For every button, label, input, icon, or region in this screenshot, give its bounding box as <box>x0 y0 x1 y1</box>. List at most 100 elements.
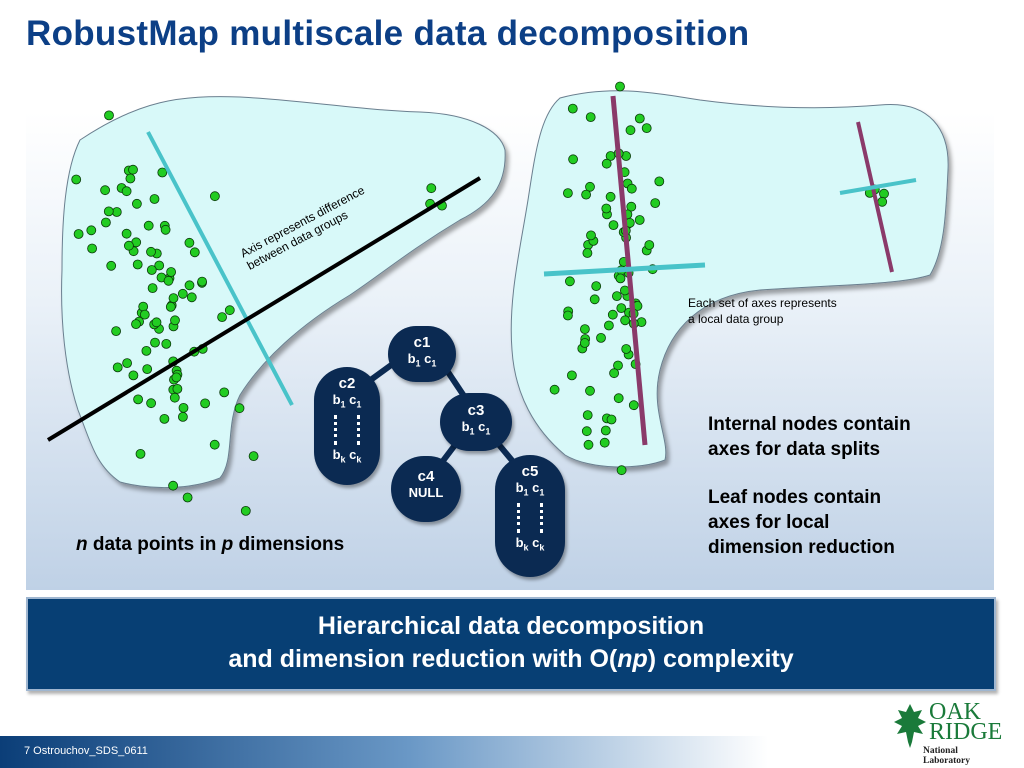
data-point <box>879 188 889 199</box>
c2-ellipsis <box>329 414 365 445</box>
c3-c-sub: 1 <box>485 426 491 437</box>
points-label-end: dimensions <box>233 534 345 555</box>
data-point <box>177 288 188 299</box>
data-point <box>86 225 97 236</box>
data-point <box>151 317 162 328</box>
data-point <box>163 275 174 286</box>
data-point <box>106 260 117 271</box>
node-c3-name: c3 <box>467 402 485 419</box>
data-point <box>125 173 136 184</box>
c2-ck: c <box>349 446 357 462</box>
c5-bk: b <box>515 534 524 550</box>
node-c2-rowk: bk ck <box>314 447 380 468</box>
data-point <box>650 198 661 209</box>
data-point <box>169 392 180 403</box>
node-c3-row: b1 c1 <box>440 419 512 440</box>
data-point <box>189 247 200 258</box>
left-teal-axis <box>146 131 294 406</box>
data-point <box>589 294 600 305</box>
internal-note-line2: axes for data splits <box>708 439 881 460</box>
data-point <box>209 191 220 202</box>
data-point <box>154 260 165 271</box>
oak-ridge-logo: OAK RIDGE National Laboratory <box>893 700 1003 766</box>
node-c5: c5 b1 c1 bk ck <box>495 455 565 577</box>
data-point <box>121 228 132 239</box>
c5-ellipsis <box>512 502 548 533</box>
data-point <box>171 372 182 383</box>
data-point <box>172 383 183 394</box>
data-point <box>170 315 180 326</box>
data-point <box>581 189 591 200</box>
c1-b-sub: 1 <box>415 358 421 369</box>
data-point <box>159 413 170 424</box>
data-point <box>103 206 114 217</box>
data-point <box>71 174 82 185</box>
data-point <box>123 240 134 251</box>
node-c1: c1 b1 c1 <box>388 326 456 382</box>
small-teal-axis <box>839 178 917 195</box>
data-point <box>122 358 132 369</box>
data-point <box>132 259 143 270</box>
data-point <box>146 265 157 275</box>
footer-bar: 7 Ostrouchov_SDS_0611 <box>0 736 1024 768</box>
right-points <box>549 81 889 476</box>
left-black-axis <box>46 176 482 442</box>
data-point <box>563 188 573 199</box>
c1-c: c <box>424 351 432 366</box>
data-point <box>654 176 665 187</box>
data-point <box>160 224 171 235</box>
node-c4: c4 NULL <box>391 456 461 522</box>
c2-c1: c <box>349 392 357 407</box>
data-point <box>601 158 612 169</box>
node-c2: c2 b1 c1 bk ck <box>314 367 380 485</box>
data-point <box>112 362 123 373</box>
data-point <box>591 281 602 292</box>
c3-b-sub: 1 <box>469 426 475 437</box>
data-point <box>184 237 195 248</box>
c5-ck: c <box>532 534 540 550</box>
points-label-mid: data points in <box>87 534 222 555</box>
data-point <box>240 505 251 516</box>
left-data-cloud <box>61 96 506 489</box>
axes-annotation: Each set of axes represents a local data… <box>688 295 837 327</box>
data-point <box>166 267 177 277</box>
banner-np: np <box>617 645 648 673</box>
data-point <box>73 229 84 239</box>
data-point <box>157 167 168 178</box>
data-point <box>248 451 259 462</box>
data-point <box>600 425 611 436</box>
data-point <box>582 248 593 258</box>
data-point <box>219 387 230 398</box>
data-point <box>104 110 114 121</box>
data-point <box>626 183 637 194</box>
c3-c: c <box>478 419 486 434</box>
data-point <box>634 215 645 225</box>
c2-bk: b <box>332 446 341 462</box>
data-point <box>585 385 595 396</box>
data-point <box>625 125 636 136</box>
c1-b: b <box>407 351 416 366</box>
data-point <box>168 293 179 304</box>
small-mauve-axis <box>856 121 894 273</box>
data-point <box>217 312 228 323</box>
c2-b1-sub: 1 <box>340 399 346 410</box>
data-point <box>111 326 121 337</box>
data-point <box>565 276 575 287</box>
data-point <box>615 273 626 284</box>
data-point <box>628 400 639 411</box>
data-point <box>596 332 606 343</box>
internal-nodes-note: Internal nodes contain axes for data spl… <box>708 412 911 462</box>
c2-bk-sub: k <box>340 454 346 465</box>
data-point <box>609 368 619 379</box>
node-c2-name: c2 <box>338 375 356 392</box>
data-point <box>146 246 156 257</box>
data-point <box>586 230 596 241</box>
node-c4-value: NULL <box>408 485 444 500</box>
logo-national-laboratory: National Laboratory <box>923 746 970 766</box>
data-point <box>168 480 179 491</box>
data-point <box>178 402 189 413</box>
data-point <box>615 81 625 92</box>
leaf-note-line1: Leaf nodes contain <box>708 487 882 508</box>
data-point <box>604 320 614 331</box>
